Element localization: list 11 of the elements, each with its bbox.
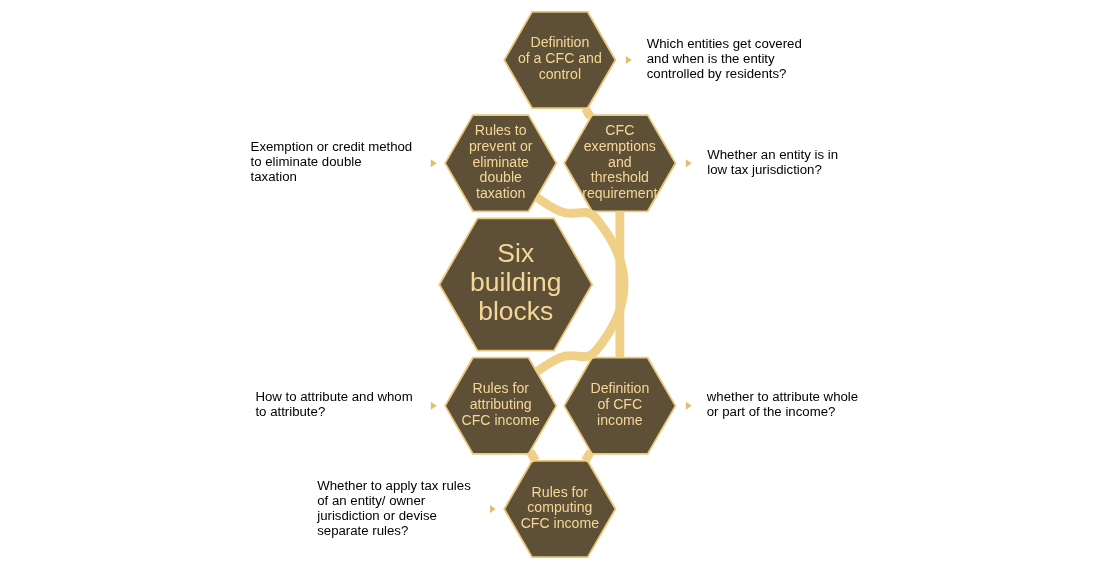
connector [580,449,594,463]
node-label: Exemption or credit method to eliminate double taxation [250,139,412,185]
connector [580,106,594,120]
connector [533,193,628,376]
connector [614,211,624,358]
node-label: whether to attribute whole or part of the income? [706,389,858,420]
node-label: Whether to apply tax rules of an entity/ owner jurisdiction or devise separate rules? [316,477,471,538]
connector [525,449,539,463]
node-label: Whether an entity is in low tax jurisdiction? [706,146,838,177]
node-label: Which entities get covered and when is the entity controlled by residents? [646,36,802,82]
node-label: How to attribute and whom to attribute? [254,389,413,420]
